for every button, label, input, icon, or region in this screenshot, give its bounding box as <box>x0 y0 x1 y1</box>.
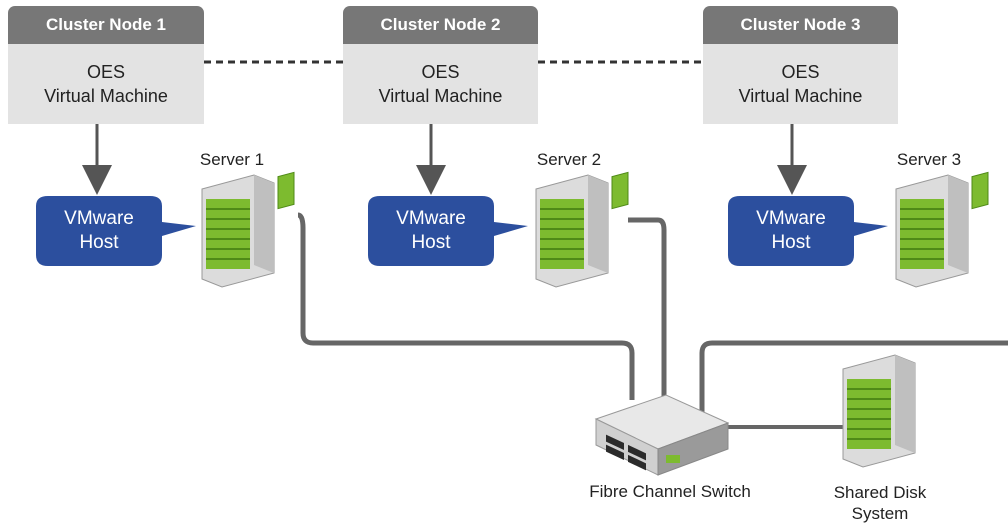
server-2-icon <box>535 171 629 288</box>
cluster-node-3-title: Cluster Node 3 <box>703 6 898 44</box>
host-2-line2: Host <box>411 232 451 253</box>
cluster-node-3-body: OES Virtual Machine <box>703 44 898 124</box>
host-bubble-3 <box>728 196 888 266</box>
cluster-node-3-line1: OES <box>781 62 820 82</box>
shared-disk-line2: System <box>851 504 909 523</box>
cluster-node-2-body: OES Virtual Machine <box>343 44 538 124</box>
host-1-label: VMware Host <box>36 207 162 255</box>
shared-disk-system-icon <box>842 354 916 468</box>
fibre-channel-switch-label: Fibre Channel Switch <box>589 482 751 501</box>
cluster-node-2-line1: OES <box>421 62 460 82</box>
host-2-line1: VMware <box>396 208 466 229</box>
server-1-label: Server 1 <box>199 150 265 169</box>
host-3-line2: Host <box>771 232 811 253</box>
host-3-line1: VMware <box>756 208 826 229</box>
host-1-line2: Host <box>79 232 119 253</box>
fibre-channel-switch-icon <box>594 394 730 476</box>
host-3-label: VMware Host <box>728 207 854 255</box>
cluster-node-1-title: Cluster Node 1 <box>8 6 204 44</box>
server-2-label: Server 2 <box>536 150 602 169</box>
cluster-node-1-body: OES Virtual Machine <box>8 44 204 124</box>
server-1-icon <box>201 171 295 288</box>
server-3-label: Server 3 <box>896 150 962 169</box>
cluster-node-2-title: Cluster Node 2 <box>343 6 538 44</box>
cluster-node-1-line1: OES <box>86 62 125 82</box>
cluster-node-2-line2: Virtual Machine <box>378 86 503 106</box>
shared-disk-system-label: Shared Disk System <box>805 482 955 524</box>
host-1-line1: VMware <box>64 208 134 229</box>
cluster-node-1-line2: Virtual Machine <box>44 86 168 106</box>
server-3-icon <box>895 171 989 288</box>
cable-server3-to-switch <box>699 340 1008 420</box>
host-bubble-2 <box>368 196 528 266</box>
host-bubble-1 <box>36 196 196 266</box>
shared-disk-line1: Shared Disk <box>833 483 927 502</box>
cluster-node-3-line2: Virtual Machine <box>738 86 863 106</box>
cable-server2-to-switch <box>628 217 667 400</box>
host-2-label: VMware Host <box>368 207 494 255</box>
cable-server1-to-switch <box>297 212 635 400</box>
